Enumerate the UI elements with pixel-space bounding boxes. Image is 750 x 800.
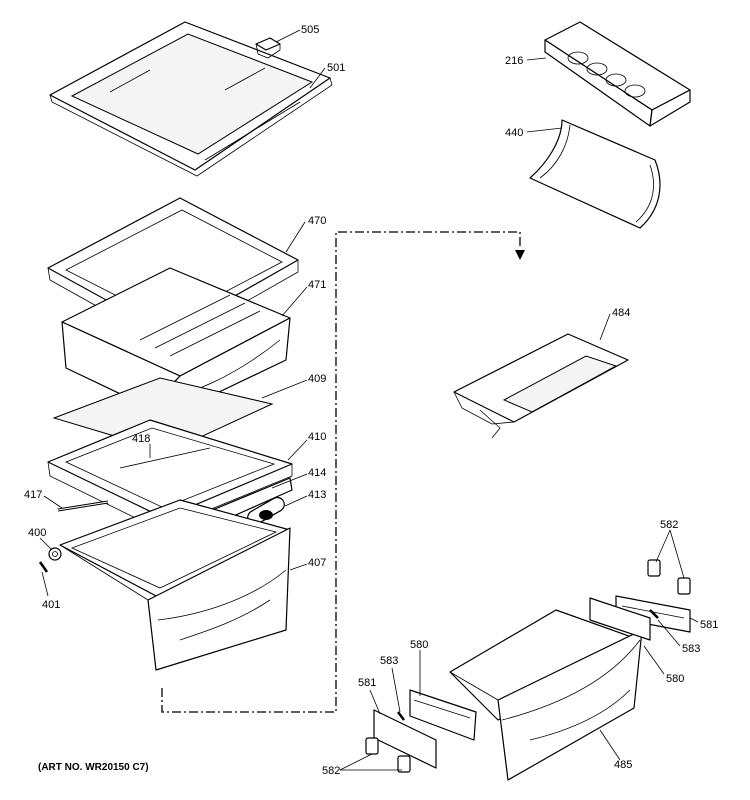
part-501-glass-shelf: [49, 21, 333, 177]
callout-583-left: 583: [380, 655, 398, 667]
callout-216: 216: [505, 55, 523, 67]
part-400-roller: [48, 547, 62, 561]
callout-410: 410: [308, 431, 326, 443]
part-505-shelf-clip: [255, 37, 281, 59]
part-216-bin: [544, 21, 691, 127]
callout-418: 418: [132, 433, 150, 445]
relocation-path-line: [161, 231, 521, 713]
callout-505: 505: [301, 24, 319, 36]
callout-580-right: 580: [666, 673, 684, 685]
callout-485: 485: [614, 759, 632, 771]
callout-484: 484: [612, 307, 630, 319]
part-485-pan: [449, 609, 643, 781]
callout-409: 409: [308, 373, 326, 385]
part-417-rod: [57, 500, 109, 512]
callout-413: 413: [308, 489, 326, 501]
part-440-cover: [529, 119, 661, 229]
part-582-right-clips: [647, 559, 691, 595]
callout-501: 501: [327, 62, 345, 74]
callout-414: 414: [308, 467, 326, 479]
callout-401: 401: [42, 599, 60, 611]
leader-lines: [39, 29, 699, 771]
part-407-drawer: [59, 499, 291, 671]
part-580-right-slide: [589, 597, 651, 641]
part-580-left-slide: [409, 689, 477, 741]
callout-407: 407: [308, 557, 326, 569]
part-413-knob: [247, 496, 285, 526]
callout-580-left: 580: [410, 639, 428, 651]
part-583-left-screw: [397, 711, 405, 721]
part-484-deflector: [453, 333, 629, 439]
part-583-right-screw: [649, 609, 659, 619]
part-401-screw: [38, 561, 49, 573]
callout-417: 417: [24, 489, 42, 501]
callout-581-left: 581: [358, 677, 376, 689]
callout-400: 400: [28, 527, 46, 539]
callout-583-right: 583: [682, 643, 700, 655]
relocation-arrow-icon: [515, 250, 525, 260]
callout-440: 440: [505, 127, 523, 139]
callout-582-upper: 582: [660, 519, 678, 531]
art-number: (ART NO. WR20150 C7): [38, 762, 149, 773]
callout-581-right: 581: [700, 619, 718, 631]
part-581-left-bracket: [373, 709, 437, 769]
part-582-left-clips: [365, 737, 411, 773]
callout-470: 470: [308, 215, 326, 227]
callout-471: 471: [308, 279, 326, 291]
callout-582-lower: 582: [322, 765, 340, 777]
